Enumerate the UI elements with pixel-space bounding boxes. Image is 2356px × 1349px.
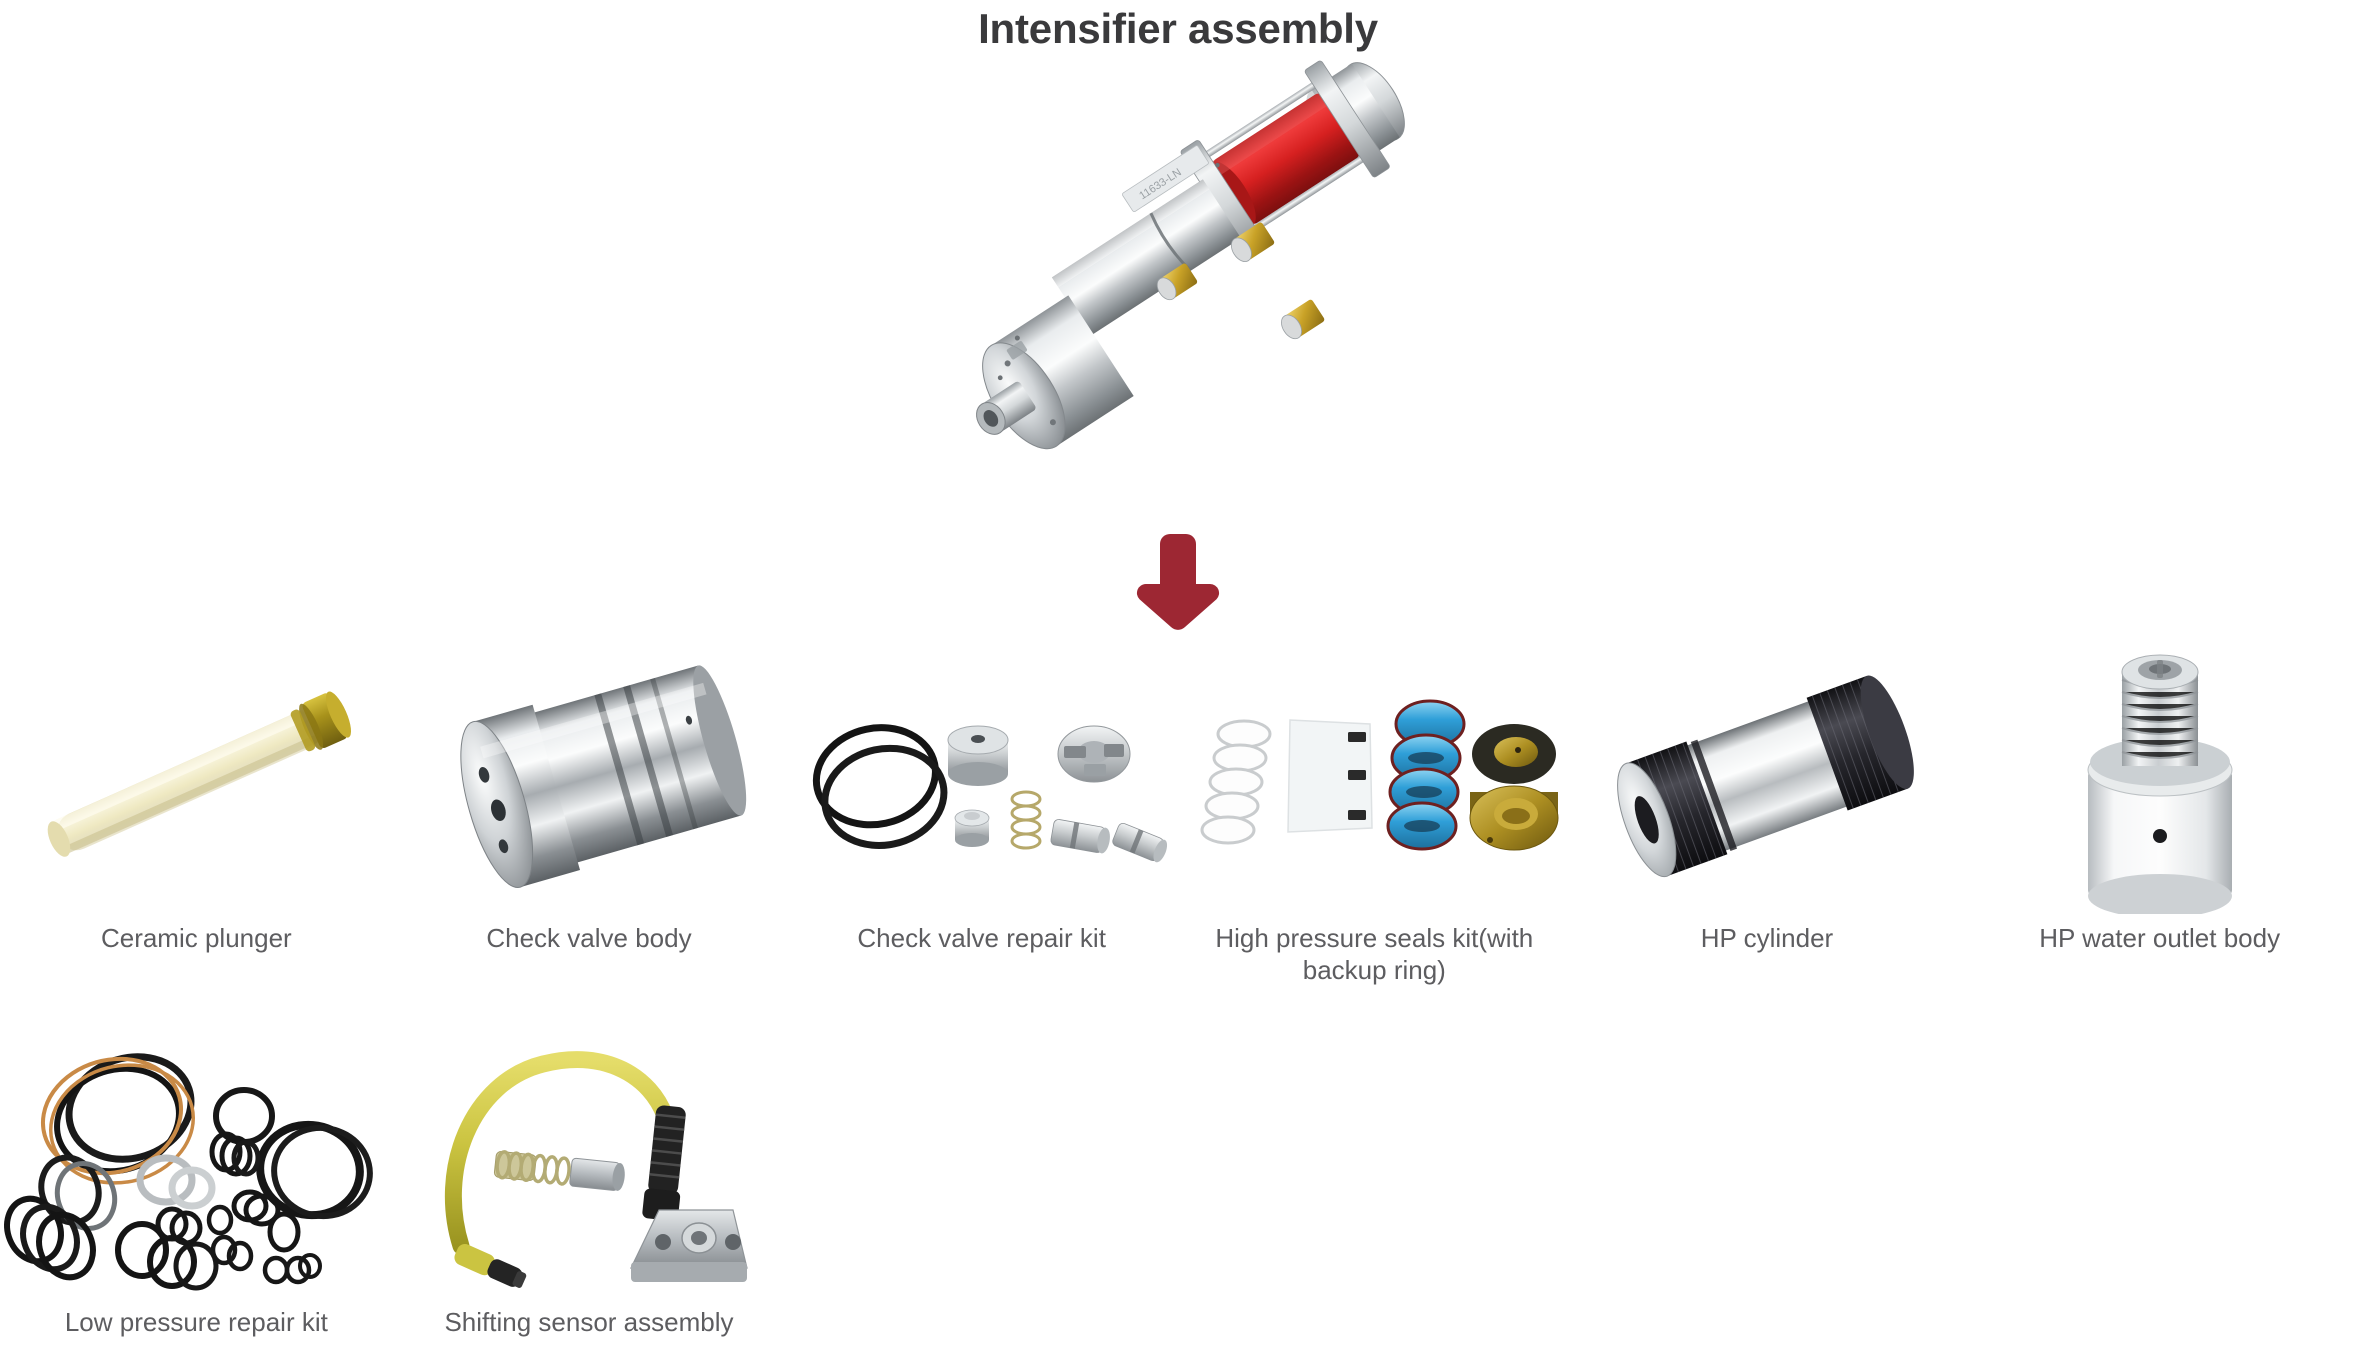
check-valve-repair-kit-image	[785, 636, 1178, 914]
down-arrow-icon	[1128, 528, 1228, 638]
part-cell-hp-cylinder[interactable]: HP cylinder	[1570, 636, 1964, 986]
part-label: Check valve repair kit	[857, 923, 1106, 953]
part-cell-low-pressure-repair-kit[interactable]: Low pressure repair kit	[0, 1020, 393, 1338]
part-label: Low pressure repair kit	[64, 1307, 328, 1337]
shifting-sensor-assembly-image	[392, 1020, 785, 1298]
part-label: HP water outlet body	[2039, 923, 2281, 953]
part-cell-shifting-sensor-assembly[interactable]: Shifting sensor assembly	[392, 1020, 786, 1338]
part-label: HP cylinder	[1700, 923, 1834, 953]
page-title: Intensifier assembly	[978, 5, 1378, 52]
part-cell-high-pressure-seals-kit[interactable]: High pressure seals kit(with backup ring…	[1178, 636, 1571, 986]
part-cell-hp-water-outlet-body[interactable]: HP water outlet body	[1963, 636, 2356, 986]
part-label: Ceramic plunger	[100, 923, 292, 953]
parts-grid: Ceramic plunger	[0, 636, 2356, 1338]
hp-water-outlet-body-image	[1963, 636, 2356, 914]
part-label: Check valve body	[486, 923, 692, 953]
ceramic-plunger-image	[0, 636, 393, 914]
part-label: Shifting sensor assembly	[444, 1307, 734, 1337]
low-pressure-repair-kit-image	[0, 1020, 393, 1298]
part-cell-check-valve-body[interactable]: Check valve body	[392, 636, 786, 986]
hp-cylinder-image	[1570, 636, 1963, 914]
part-cell-check-valve-repair-kit[interactable]: Check valve repair kit	[785, 636, 1178, 986]
part-cell-ceramic-plunger[interactable]: Ceramic plunger	[0, 636, 393, 986]
check-valve-body-image	[392, 636, 785, 914]
intensifier-assembly-image: 11633-LN	[828, 60, 1528, 530]
high-pressure-seals-kit-image	[1178, 636, 1571, 914]
part-label: High pressure seals kit(with backup ring…	[1215, 923, 1534, 985]
